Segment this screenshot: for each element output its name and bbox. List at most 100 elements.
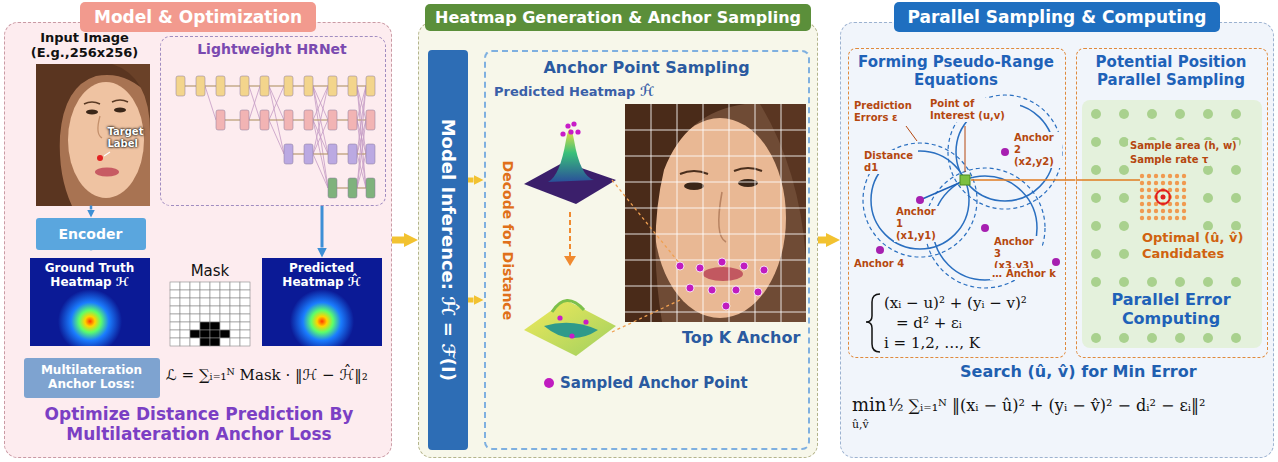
grid-line — [625, 208, 806, 209]
heatmap-peak — [548, 129, 594, 182]
candidate-dot — [1175, 277, 1185, 287]
mask-cell — [180, 314, 190, 322]
figure-label: Predicted Heatmap ℋ̂ — [494, 84, 654, 100]
lips — [95, 168, 119, 177]
mask-cell — [190, 322, 200, 330]
candidate-dot — [1119, 221, 1129, 231]
input-photo — [36, 64, 150, 206]
network-link — [357, 86, 366, 188]
target-dot — [97, 155, 103, 161]
panel-heading: Model & Optimization — [80, 2, 316, 32]
feature-map — [348, 110, 357, 130]
anchor-dot — [1001, 148, 1009, 156]
feature-map — [328, 178, 337, 198]
network-link — [337, 153, 348, 154]
anchor-dot — [557, 315, 562, 320]
network-link — [357, 154, 366, 188]
mask-cell — [180, 290, 190, 298]
connector-arrow — [321, 206, 324, 248]
sample-dot — [1175, 216, 1179, 220]
heatmap-box: Ground Truth Heatmap ℋ — [30, 258, 150, 346]
optimum-ring — [1156, 190, 1170, 204]
candidate-dot — [1231, 109, 1241, 119]
mask-cell — [220, 298, 230, 306]
anchor-dot — [569, 333, 574, 338]
candidate-dot — [1091, 137, 1101, 147]
objective-formula: ½ ∑ᵢ₌₁ᴺ ‖(xᵢ − û)² + (yᵢ − v̂)² − dᵢ² − … — [888, 396, 1268, 415]
anchor-dot — [560, 131, 565, 136]
mask-cell — [170, 314, 180, 322]
leader-line — [971, 179, 1066, 181]
anchor-dot — [916, 196, 924, 204]
candidate-dot — [1203, 333, 1213, 343]
anchor-dot — [568, 129, 573, 134]
feature-map — [366, 76, 375, 96]
connector-arrow — [468, 178, 474, 183]
candidate-dot — [1119, 109, 1129, 119]
sample-dot — [1182, 188, 1186, 192]
mask-cell — [200, 314, 210, 322]
feature-map — [260, 76, 269, 96]
mask-cell — [240, 330, 250, 338]
feature-map — [348, 76, 357, 96]
mask-cell — [190, 330, 200, 338]
candidate-dot — [1091, 109, 1101, 119]
feature-map — [328, 110, 337, 130]
sample-dot — [1175, 181, 1179, 185]
candidate-dot — [1119, 277, 1129, 287]
network-link — [313, 153, 328, 154]
mask-label: Mask — [170, 262, 250, 280]
feature-map — [366, 110, 375, 130]
candidate-dot — [1147, 277, 1157, 287]
panel-heading: Heatmap Generation & Anchor Sampling — [425, 4, 811, 31]
loss-formula: ℒ = ∑ᵢ₌₁ᴺ Mask · ‖ℋ − ℋ̂‖₂ — [166, 366, 368, 384]
equation-brace — [866, 294, 880, 352]
legend-dot — [544, 378, 554, 388]
feature-map — [284, 110, 293, 130]
anchor-dot — [571, 121, 576, 126]
candidate-dot — [1231, 165, 1241, 175]
feature-map — [216, 76, 225, 96]
mask-cell — [230, 314, 240, 322]
anchor-dot — [583, 319, 588, 324]
mask-cell — [240, 314, 250, 322]
anchor-dot — [686, 284, 694, 292]
mask-cell — [200, 290, 210, 298]
lips — [703, 267, 743, 281]
sample-dot — [1140, 195, 1144, 199]
mask-cell — [190, 338, 200, 346]
feature-map — [260, 110, 269, 130]
eye — [114, 107, 126, 112]
grid-line — [625, 312, 806, 313]
brow — [680, 168, 762, 174]
mask-cell — [170, 298, 180, 306]
mask-cell — [220, 282, 230, 290]
sample-dot — [1154, 174, 1158, 178]
distance-ridge — [552, 300, 584, 312]
network-link — [249, 86, 260, 120]
mask-cell — [220, 322, 230, 330]
connector-arrow — [818, 237, 826, 244]
network-link — [293, 85, 304, 86]
network-link — [293, 153, 304, 154]
annotation-text: Sample rate τ — [1128, 154, 1210, 166]
network-link — [249, 85, 260, 86]
photo-ground — [36, 64, 150, 206]
network-link — [357, 86, 366, 154]
annotation-text: Anchor k — [1004, 268, 1058, 280]
sample-dot — [1154, 216, 1158, 220]
mask-cell — [240, 306, 250, 314]
mask-cell — [180, 338, 190, 346]
annotation-text: Anchor 3 (x3,y3) — [992, 236, 1042, 272]
feature-map — [304, 144, 313, 164]
sample-dot — [1147, 188, 1151, 192]
grid-line — [625, 182, 806, 183]
mask-cell — [180, 298, 190, 306]
hrnet-figure — [176, 76, 375, 198]
zoom-leader — [612, 180, 680, 264]
mask-cell — [190, 282, 200, 290]
mask-cell — [200, 298, 210, 306]
objective-formula: û,v̂ — [852, 418, 869, 431]
annotation-text: Point of Interest (u,v) — [928, 98, 1020, 122]
sample-area — [1082, 100, 1262, 348]
